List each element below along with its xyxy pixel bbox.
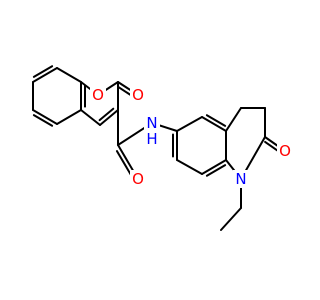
atom-o-ring: O [92, 86, 104, 104]
bond-c6-c1 [32, 67, 58, 83]
atom-bg-n-amide [144, 114, 160, 132]
atom-o-lactone: O [132, 86, 144, 104]
atom-bg-n-quin [233, 170, 249, 188]
bond-group [32, 65, 286, 231]
bond-q6-q1 [176, 116, 203, 132]
atom-bg-o-ring [90, 86, 106, 104]
atom-bg-o-lactone [130, 86, 146, 104]
atom-h-amide: H [146, 130, 157, 148]
bond-double-ca-oa [115, 150, 134, 178]
bond-double-q5-q6 [205, 114, 227, 127]
bond-c9-c4 [80, 109, 101, 126]
bond-double-c8-c9 [98, 107, 115, 122]
bond-q5-q6 [201, 116, 227, 132]
bond-c5-c6 [56, 67, 82, 83]
bond-double-q3-q4 [205, 164, 227, 177]
atom-n-quin: N [235, 170, 246, 188]
bond-c8-c9 [99, 109, 119, 126]
bond-e1-e2 [220, 207, 242, 231]
molecule-structure: O O N H O N O [32, 65, 293, 231]
atom-n-amide: N [146, 114, 157, 132]
atom-o-amide: O [132, 170, 144, 188]
bond-double-c2-c3 [32, 114, 54, 127]
bond-q3-q4 [201, 159, 227, 175]
atom-o-quin: O [279, 142, 291, 160]
bond-c3-c4 [56, 109, 82, 125]
atom-bg-o-quin [277, 142, 293, 160]
bond-q5-q7 [225, 107, 242, 132]
bond-c2-c3 [32, 109, 58, 125]
bond-q2-q3 [176, 159, 203, 175]
bond-double-c6-c1 [32, 65, 54, 78]
atom-bg-o-amide [130, 170, 146, 188]
